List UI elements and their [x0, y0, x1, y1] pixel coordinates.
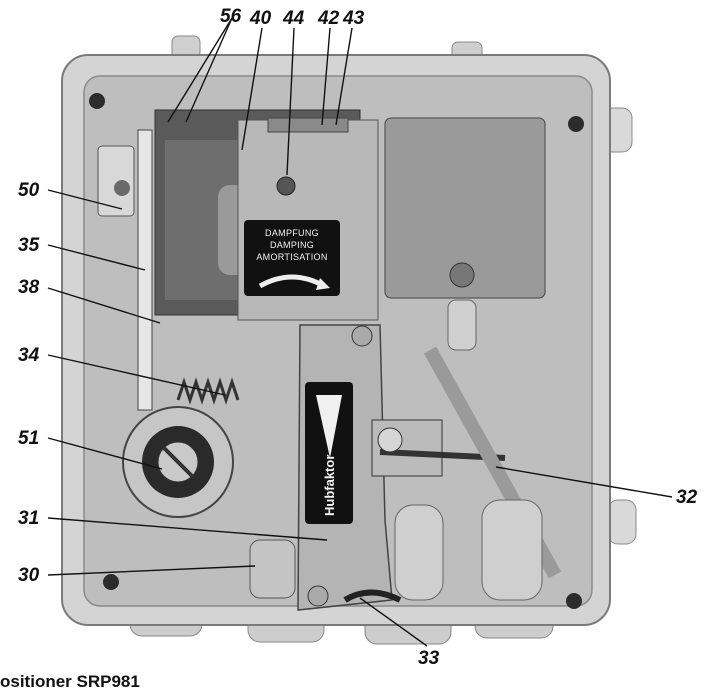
- hubfaktor-wedge-icon: [316, 395, 342, 458]
- callout-31: 31: [18, 508, 39, 529]
- callout-38: 38: [18, 277, 40, 298]
- damping-arrow-icon: [258, 274, 326, 289]
- bracket-50: [97, 145, 135, 217]
- callout-51: 51: [18, 428, 39, 449]
- callout-33: 33: [418, 648, 440, 669]
- damping-screw-44: [276, 176, 296, 196]
- callout-32: 32: [676, 487, 698, 508]
- lower-chamber-right: [481, 499, 543, 601]
- callout-44: 44: [282, 8, 305, 29]
- leader-lines: [47, 17, 673, 647]
- callout-34: 34: [18, 345, 40, 366]
- callout-40: 40: [249, 8, 272, 29]
- hubfaktor-label: Hubfaktor: [322, 455, 337, 516]
- damping-plate-line3: AMORTISATION: [256, 252, 327, 262]
- lower-chamber-left: [394, 504, 444, 601]
- figure-caption: ositioner SRP981: [0, 672, 140, 691]
- damping-plate: [244, 220, 340, 296]
- spring-34: [176, 377, 240, 405]
- callout-42: 42: [317, 8, 340, 29]
- callout-56: 56: [220, 6, 242, 27]
- damping-plate-line2: DAMPING: [270, 240, 314, 250]
- callout-50: 50: [18, 180, 40, 201]
- right-module: [384, 117, 546, 299]
- callout-43: 43: [342, 8, 365, 29]
- damping-plate-line1: DAMPFUNG: [265, 228, 319, 238]
- corner-screws: [89, 93, 584, 609]
- callout-numbers: 56 40 44 42 43 50 35 38 34 51 31 30 32 3…: [18, 6, 698, 669]
- bottom-link-33: [343, 589, 402, 603]
- callout-35: 35: [18, 235, 40, 256]
- callout-30: 30: [18, 565, 40, 586]
- lower-block-30: [249, 539, 296, 599]
